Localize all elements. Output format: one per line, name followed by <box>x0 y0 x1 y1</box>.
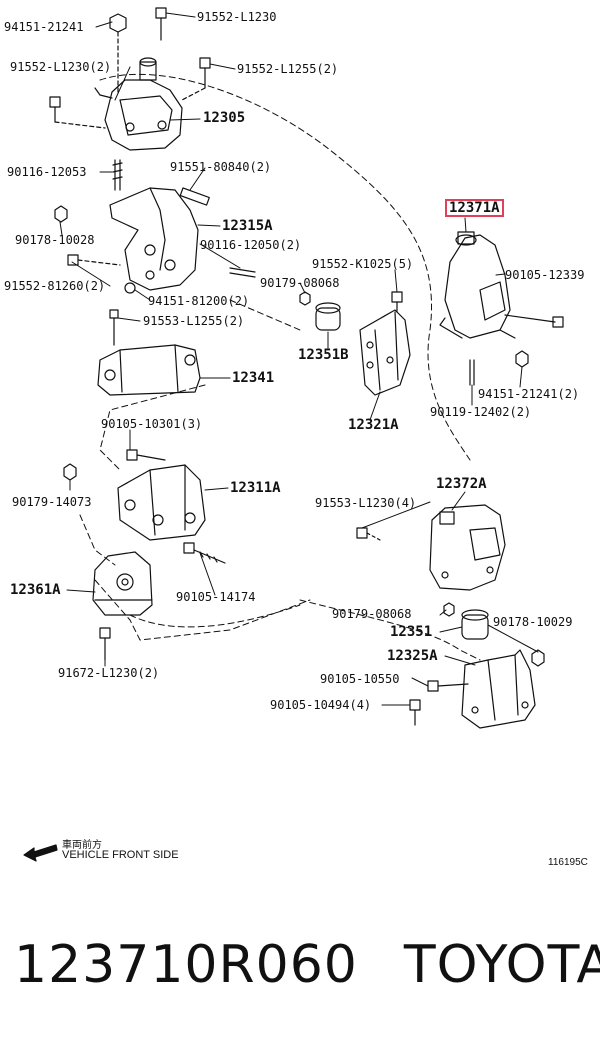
callout-91552-81260-2: 91552-81260(2) <box>4 279 106 293</box>
bolt-91552-L1230-left <box>49 96 106 129</box>
callout-12361A: 12361A <box>10 582 61 598</box>
part-number: 123710R060 <box>14 935 358 995</box>
stud-90116-12053 <box>112 159 123 191</box>
callout-90105-12339: 90105-12339 <box>505 268 585 282</box>
callout-90178-10029: 90178-10029 <box>493 615 573 629</box>
callout-94151-21241: 94151-21241 <box>4 20 84 34</box>
bolt-90105-14174 <box>183 542 226 564</box>
callout-12315A: 12315A <box>222 218 273 234</box>
front-arrow-icon <box>23 844 58 862</box>
callout-90179-14073: 90179-14073 <box>12 495 92 509</box>
leader-lines <box>59 12 539 706</box>
callout-90105-10301-3: 90105-10301(3) <box>101 417 203 431</box>
vehicle-front-label-jp: 車両前方 <box>62 840 102 851</box>
bolt-91672-L1230 <box>99 627 111 661</box>
nut-90179-14073 <box>63 463 77 481</box>
bracket-12315A <box>109 187 210 291</box>
part-title: 123710R060 TOYOTA <box>14 935 600 995</box>
nut-94151-81200 <box>124 282 136 294</box>
stud-90116-12050 <box>229 267 256 278</box>
callout-12341: 12341 <box>232 370 275 386</box>
brand-name: TOYOTA <box>403 935 600 995</box>
callout-90119-12402-2: 90119-12402(2) <box>430 405 532 419</box>
bolt-91552-L1255-right <box>181 57 211 101</box>
cushion-12351B <box>315 302 341 331</box>
callout-12372A: 12372A <box>436 476 487 492</box>
nut-90179-08068-b <box>443 602 455 617</box>
bolt-90105-10494 <box>409 699 421 726</box>
cushion-12351 <box>461 609 489 640</box>
nut-90178-10028 <box>54 205 68 223</box>
bracket-12325A <box>461 649 536 729</box>
callout-90105-10550: 90105-10550 <box>320 672 400 686</box>
callout-94151-21241-2: 94151-21241(2) <box>478 387 580 401</box>
nut-90178-10029 <box>531 649 545 667</box>
callout-12305: 12305 <box>203 110 246 126</box>
callout-91672-L1230-2: 91672-L1230(2) <box>58 666 160 680</box>
callout-90179-08068-a: 90179-08068 <box>260 276 340 290</box>
bracket-12341 <box>97 309 201 396</box>
bolt-91553-L1230 <box>356 527 381 541</box>
callout-12351: 12351 <box>390 624 433 640</box>
bolt-91552-L1230-top <box>155 7 167 41</box>
callout-94151-81200-2: 94151-81200(2) <box>148 294 250 308</box>
mount-12372A <box>429 504 506 591</box>
parts-diagram <box>23 7 564 862</box>
callout-90178-10028: 90178-10028 <box>15 233 95 247</box>
bolt-91552-K1025 <box>391 291 403 313</box>
callout-12321A: 12321A <box>348 417 399 433</box>
callout-90116-12053: 90116-12053 <box>7 165 87 179</box>
stud-90119-12402 <box>469 359 475 386</box>
callout-90105-14174: 90105-14174 <box>176 590 256 604</box>
vehicle-front-label: VEHICLE FRONT SIDE <box>62 849 179 861</box>
nut-90179-08068-a <box>299 291 311 306</box>
callout-12311A: 12311A <box>230 480 281 496</box>
callout-91552-L1230: 91552-L1230 <box>197 10 277 24</box>
callout-91552-K1025-5: 91552-K1025(5) <box>312 257 414 271</box>
group-boundary-outline <box>79 73 481 661</box>
bolt-91552-81260 <box>67 254 121 266</box>
callout-90116-12050-2: 90116-12050(2) <box>200 238 302 252</box>
callout-12371A: 12371A <box>445 199 504 217</box>
callout-90179-08068-b: 90179-08068 <box>332 607 412 621</box>
bracket-12321A <box>359 309 411 396</box>
callout-91551-80840-2: 91551-80840(2) <box>170 160 272 174</box>
callout-90105-10494-4: 90105-10494(4) <box>270 698 372 712</box>
callout-91552-L1230-2: 91552-L1230(2) <box>10 60 112 74</box>
bracket-12311A <box>117 464 206 541</box>
callout-12351B: 12351B <box>298 347 349 363</box>
callout-91552-L1255-2: 91552-L1255(2) <box>237 62 339 76</box>
callout-91553-L1230-4: 91553-L1230(4) <box>315 496 417 510</box>
mount-12361A <box>92 551 153 616</box>
diagram-code: 116195C <box>548 857 588 868</box>
callout-91553-L1255-2: 91553-L1255(2) <box>143 314 245 328</box>
nut-94151-21241-right <box>515 350 529 368</box>
bolt-90105-10301 <box>126 449 166 461</box>
engine-mount-upper-12305 <box>94 57 183 151</box>
nut-94151-21241 <box>109 13 127 96</box>
callout-12325A: 12325A <box>387 648 438 664</box>
bolt-90105-10550 <box>427 680 469 692</box>
mount-12371A <box>439 231 564 339</box>
